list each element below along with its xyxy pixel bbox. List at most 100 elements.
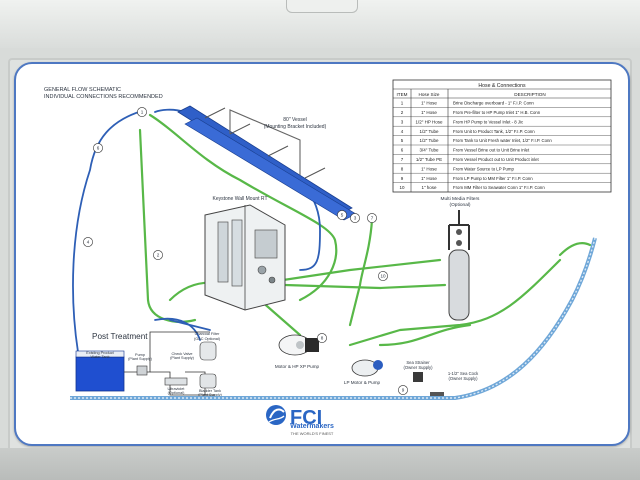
hose-table-item: 5 [401,138,404,143]
hose-table-description: From Vessel Brine out to Unit Brine inle… [453,148,530,153]
product-tank-label-2: Water Tank [91,355,110,359]
hose-table-size: 1/2" Tube [419,129,439,134]
keystone-label: Keystone Wall Mount RT [212,196,267,202]
hose-table-size: 1" Hose [421,166,437,171]
sea-cock-label: 1-1/2" Sea Cock [448,371,479,376]
hose-marker-number: 3 [354,216,357,221]
hull-outline [70,237,597,400]
hose-table-col-description: DESCRIPTION [514,92,545,97]
hose-marker-number: 9 [402,388,405,393]
hose-marker-number: 4 [87,240,90,245]
hose-table-size: 3/4" Tube [419,148,439,153]
bladder-tank-label: Bladder Tank [199,389,221,393]
hose-table-size: 1" hose [421,185,437,190]
hose-marker-number: 2 [157,253,160,258]
keystone-wall-mount-unit [204,204,286,311]
hose-table-description: From MM Filter to Seawater Conn 1" F.I.P… [453,185,545,190]
hose-line-green [348,218,374,327]
hose-marker: 1 [137,107,147,117]
post-treatment-heading: Post Treatment [92,332,148,341]
charcoal-filter-optional: (GAC Optional) [194,337,221,341]
brand-logo-text: FCI [290,407,322,429]
hose-line-green [558,241,592,257]
hose-table-description: From Tank to Unit Fresh water Inlet, 1/2… [453,138,552,143]
hose-table-description: From Water Source to LP Pump [453,166,515,171]
hose-line-blue [154,317,201,341]
multi-media-filter [448,210,470,321]
hull-hatching [70,237,596,399]
hose-marker: 5 [337,210,347,220]
hose-table-item: 4 [401,129,404,134]
pump-supply-label: (Plant Supply) [128,357,153,361]
hose-table-description: From LP Pump to MM Filter 1" F.I.P. Conn [453,176,533,181]
brand-tagline: THE WORLD'S FINEST [291,431,334,436]
vessel-label: 80" Vessel [283,117,306,123]
check-valve-label: Check Valve [171,352,192,356]
cabinet-bottom-lip [0,448,640,480]
sea-strainer-supply: (Owner Supply) [403,365,433,370]
media-filter-label: Multi Media Filters [441,196,481,202]
hose-table-description: Brine Discharge overboard - 1" F.I.P. Co… [453,101,534,106]
hose-table-size: 1" Hose [421,110,437,115]
hose-table-item: 7 [401,157,404,162]
hose-line-green [148,113,338,302]
brand-name: Watermakers [290,423,334,430]
check-valve-supply: (Plant Supply) [170,356,195,360]
product-tank-label: Existing Product [86,351,114,355]
vessel-bracket-label: (Mounting Bracket Included) [264,124,327,130]
hose-marker-number: 7 [371,216,374,221]
hose-marker: 8 [317,333,327,343]
hose-marker-number: 6 [97,146,100,151]
hose-line-green [283,283,447,290]
hp-motor-pump [278,334,319,356]
bladder-tank-icon [199,373,217,389]
hose-marker: 2 [153,250,163,260]
charcoal-filter-label: Charcoal Filter [195,332,220,336]
hose-table-size: 1" Hose [421,101,437,106]
hose-marker-number: 5 [341,213,344,218]
hose-line-blue [169,319,211,331]
hose-line-green [378,323,472,347]
hose-table-item: 10 [399,185,405,190]
sea-cock-supply: (Owner Supply) [448,376,478,381]
pump-icon [136,365,148,376]
hose-markers: 1 2 3 4 5 6 7 8 9 10 [83,107,408,395]
hose-marker: 7 [367,213,377,223]
lp-motor-label: LP Motor & Pump [344,380,381,385]
hose-table-size: 1/2" HP Hose [415,119,443,124]
vessel-80-inch [177,105,357,221]
hose-table-col-item: ITEM [397,92,408,97]
hose-table-item: 1 [401,101,404,106]
hose-table-size: 1/2" Tube PE [416,157,442,162]
hose-table-description: From Vessel Product out to Unit Product … [453,157,540,162]
hose-table-item: 3 [401,119,404,124]
ultraviolet-icon [164,377,188,386]
schematic-heading: GENERAL FLOW SCHEMATIC [44,87,121,93]
hose-table-size: 1/2" Tube [419,138,439,143]
cabinet-latch [286,0,358,13]
hose-table-item: 8 [401,166,404,171]
hose-connections-table: Hose & Connections ITEM Hose Size DESCRI… [392,79,612,193]
ultraviolet-label: Ultraviolet [168,387,186,391]
sea-strainer-label: Sea Strainer [406,360,430,365]
hose-table-item: 9 [401,176,404,181]
hose-marker: 3 [350,213,360,223]
hose-table-description: From Pre-filter to HP Pump Inlet 1" H.B.… [453,110,541,115]
hose-marker-number: 8 [321,336,324,341]
hose-table-description: From HP Pump to Vessel Inlet - 8 Jic [453,119,524,124]
product-water-tank [75,350,125,392]
ultraviolet-optional: (Optional) [168,391,185,395]
schematic-subheading: INDIVIDUAL CONNECTIONS RECOMMENDED [44,94,163,100]
fci-logo [266,405,286,425]
lp-motor-pump [351,359,383,377]
hose-marker-number: 1 [141,110,144,115]
hose-marker-number: 10 [380,274,386,279]
hose-marker: 4 [83,237,93,247]
hose-marker: 10 [378,271,388,281]
hose-table-item: 6 [401,148,404,153]
hose-line-green [138,128,197,323]
hose-table-title: Hose & Connections [478,83,526,89]
hose-table-item: 2 [401,110,404,115]
pump-label: Pump [135,353,145,357]
